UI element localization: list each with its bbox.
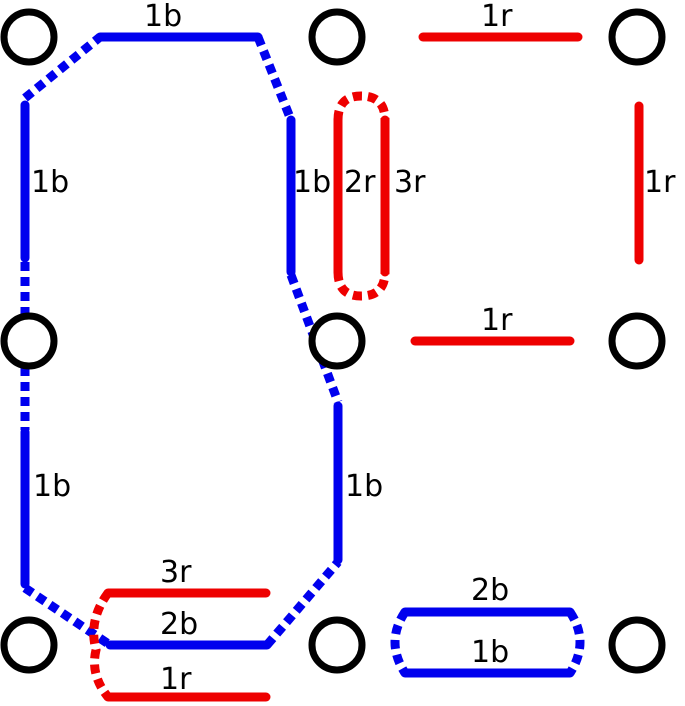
dash-loop-bottom-cap: [333, 271, 390, 301]
node-r1-c2: [608, 312, 666, 370]
dash-bottom-right-left-cap: [390, 609, 409, 676]
dash-top-right-corner: [253, 35, 296, 122]
node-r2-c2: [608, 616, 666, 674]
label-bottom-lower-red: 1r: [160, 662, 192, 697]
dash-top-left-corner: [22, 33, 103, 102]
label-top-left-edge: 1b: [144, 0, 182, 34]
node-r1-c0: [0, 312, 58, 370]
dash-bottom-left-red-cap: [89, 590, 112, 700]
node-r0-c1: [308, 8, 366, 66]
node-r0-c2: [608, 8, 666, 66]
label-mid-vertical-blue: 1b: [293, 165, 331, 200]
label-mid-lower-blue: 1b: [345, 469, 383, 504]
dash-bottom-mid-corner: [263, 559, 342, 648]
label-bottom-top-red: 3r: [160, 555, 192, 590]
dash-bottom-left-corner: [22, 584, 113, 649]
node-r0-c0: [0, 8, 58, 66]
label-bottom-right-top-blue: 2b: [471, 573, 509, 608]
label-left-lower-edge: 1b: [33, 469, 71, 504]
node-r1-c1: [308, 312, 366, 370]
dash-bottom-right-right-cap: [566, 609, 585, 676]
label-top-right-edge: 1r: [481, 0, 513, 34]
label-bottom-right-bottom-blue: 1b: [471, 635, 509, 670]
label-bottom-middle-blue: 2b: [160, 607, 198, 642]
node-r2-c0: [0, 616, 58, 674]
dash-loop-top-cap: [333, 91, 390, 121]
label-right-vertical-red: 1r: [644, 165, 676, 200]
label-left-upper-edge: 1b: [31, 165, 69, 200]
label-middle-right-edge: 1r: [481, 303, 513, 338]
node-r2-c1: [308, 616, 366, 674]
label-loop-red-inner: 2r: [344, 165, 376, 200]
label-loop-red-outer: 3r: [394, 165, 426, 200]
